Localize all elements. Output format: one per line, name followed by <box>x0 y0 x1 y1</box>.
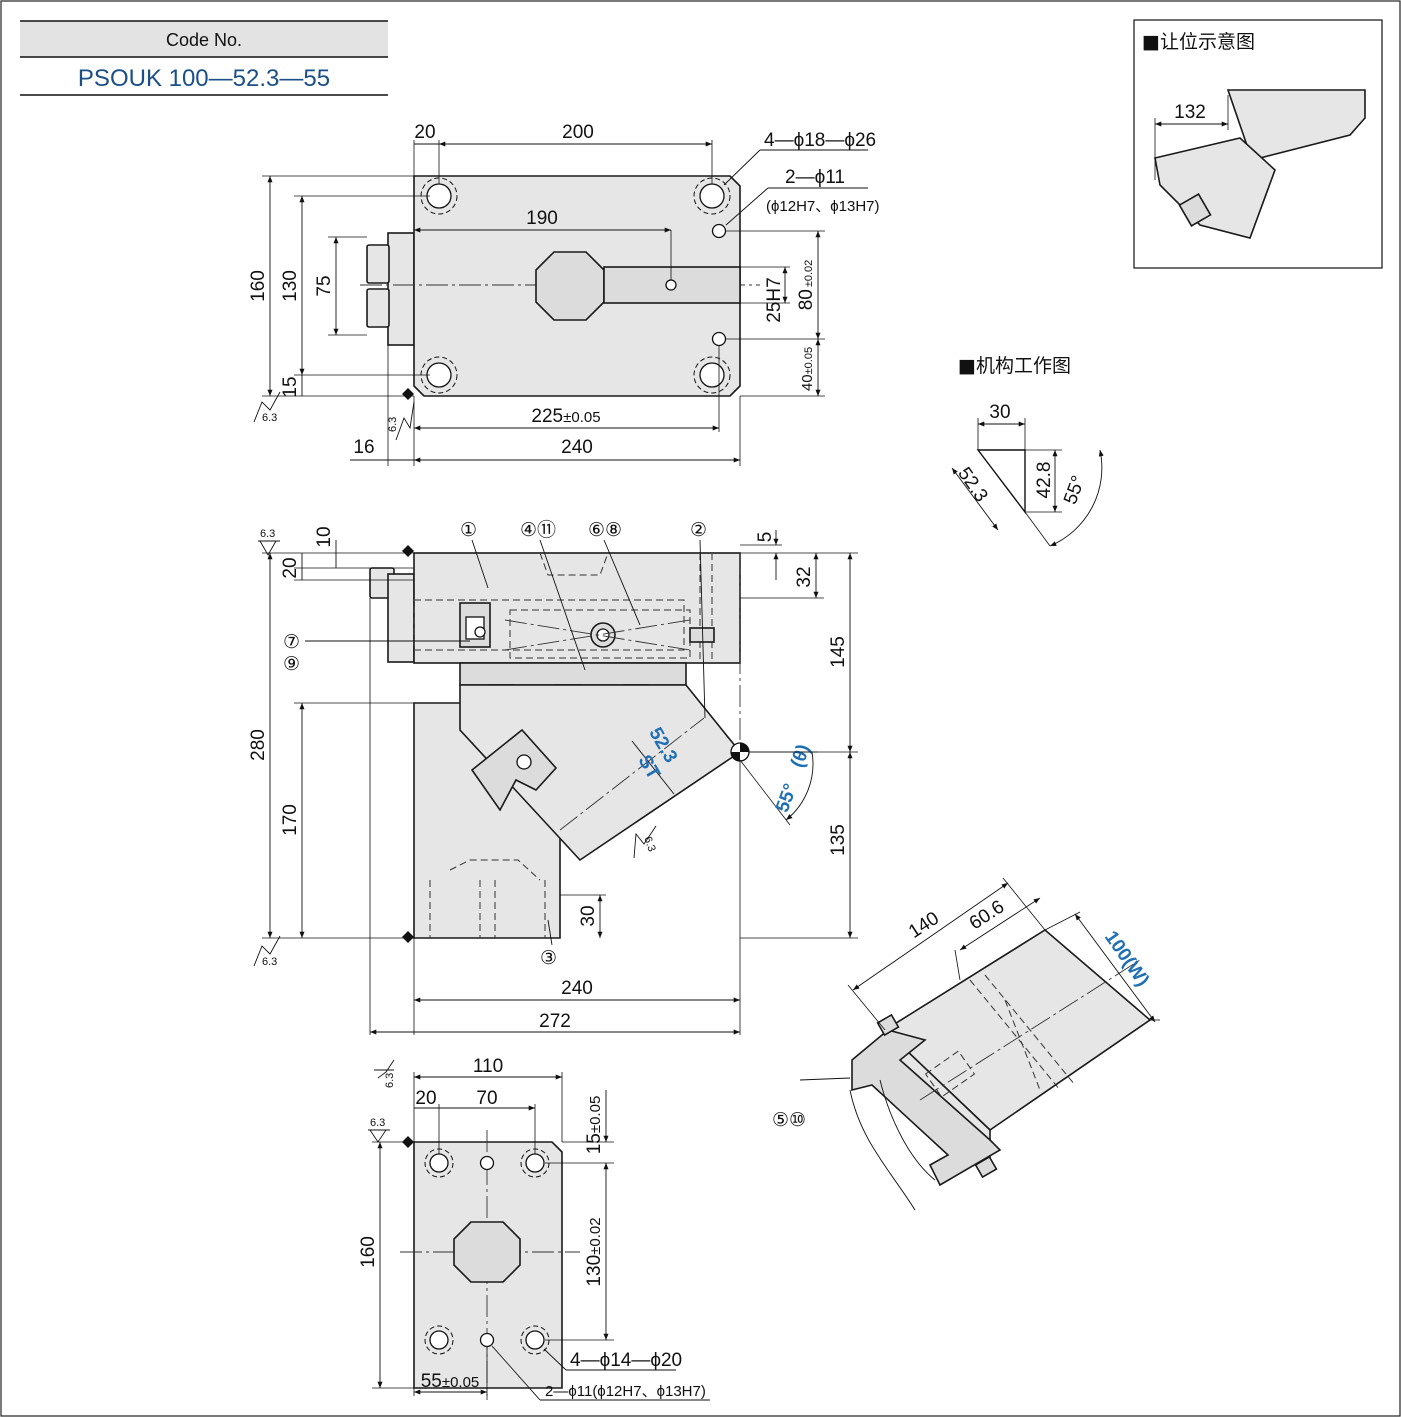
mechanism-panel-title: ■机构工作图 <box>958 355 1071 377</box>
svg-text:20: 20 <box>414 122 435 143</box>
svg-text:20: 20 <box>280 557 301 578</box>
svg-text:75: 75 <box>314 275 335 296</box>
svg-text:42.8: 42.8 <box>1034 462 1055 499</box>
svg-text:4—ϕ14—ϕ20: 4—ϕ14—ϕ20 <box>570 1350 682 1371</box>
svg-text:6.3: 6.3 <box>384 1073 396 1088</box>
svg-text:4—ϕ18—ϕ26: 4—ϕ18—ϕ26 <box>764 130 876 151</box>
svg-text:170: 170 <box>280 804 301 836</box>
svg-text:(θ): (θ) <box>787 742 815 771</box>
mechanism-panel: ■机构工作图 30 42.8 52.3 55° <box>951 355 1104 547</box>
front-view: 52.3 ST 55° (θ) 145 135 32 5 280 170 <box>248 519 858 1035</box>
svg-text:30: 30 <box>578 905 599 926</box>
svg-text:272: 272 <box>539 1011 571 1032</box>
svg-text:60.6: 60.6 <box>966 897 1008 935</box>
callout-2: ② <box>690 520 707 541</box>
iso-detail: 140 60.6 100(W) ⑤⑩ <box>772 877 1160 1211</box>
svg-text:5: 5 <box>755 532 776 543</box>
callout-6-8: ⑥⑧ <box>588 520 622 541</box>
svg-text:40±0.05: 40±0.05 <box>799 347 816 391</box>
svg-text:160: 160 <box>358 1236 379 1268</box>
callout-9: ⑨ <box>283 654 300 675</box>
counterbore-holes-top <box>420 177 731 394</box>
bottom-view: 110 20 70 160 15±0.05 130±0.02 55±0.05 4… <box>358 1056 710 1401</box>
svg-text:55°: 55° <box>772 781 802 815</box>
svg-text:2—ϕ11(ϕ12H7、ϕ13H7): 2—ϕ11(ϕ12H7、ϕ13H7) <box>545 1383 706 1400</box>
svg-text:225±0.05: 225±0.05 <box>531 406 600 427</box>
part-callouts: ① ④⑪ ⑥⑧ ② ⑦ ⑨ ③ <box>283 519 707 969</box>
svg-text:70: 70 <box>476 1088 497 1109</box>
callout-1: ① <box>460 520 477 541</box>
svg-text:190: 190 <box>526 208 558 229</box>
svg-text:200: 200 <box>562 122 594 143</box>
svg-text:55±0.05: 55±0.05 <box>421 1371 480 1392</box>
svg-text:6.3: 6.3 <box>262 956 277 968</box>
svg-text:240: 240 <box>561 978 593 999</box>
svg-text:55°: 55° <box>1060 473 1090 507</box>
callout-7: ⑦ <box>283 632 300 653</box>
svg-text:130±0.02: 130±0.02 <box>584 1217 605 1286</box>
svg-text:145: 145 <box>828 636 849 668</box>
svg-text:16: 16 <box>353 437 374 458</box>
clearance-panel-title: ■让位示意图 <box>1142 31 1255 53</box>
svg-text:132: 132 <box>1174 102 1206 123</box>
top-view: 20 200 190 160 130 15 75 25H7 80±0.02 40… <box>248 122 880 466</box>
svg-text:(ϕ12H7、ϕ13H7): (ϕ12H7、ϕ13H7) <box>766 198 880 215</box>
svg-text:30: 30 <box>989 402 1010 423</box>
svg-text:6.3: 6.3 <box>260 528 275 540</box>
svg-text:110: 110 <box>473 1056 503 1077</box>
svg-text:15±0.05: 15±0.05 <box>584 1096 605 1155</box>
svg-text:6.3: 6.3 <box>370 1117 385 1129</box>
svg-text:6.3: 6.3 <box>387 417 399 432</box>
svg-text:135: 135 <box>828 824 849 856</box>
code-number-title: Code No. <box>166 30 242 50</box>
svg-text:240: 240 <box>561 437 593 458</box>
svg-text:6.3: 6.3 <box>262 412 277 424</box>
callout-3: ③ <box>540 948 557 969</box>
svg-text:130: 130 <box>280 270 301 302</box>
svg-text:160: 160 <box>248 270 269 302</box>
svg-text:80±0.02: 80±0.02 <box>796 260 817 311</box>
svg-text:25H7: 25H7 <box>764 277 785 322</box>
svg-text:140: 140 <box>905 908 943 943</box>
cam-slider <box>459 684 742 862</box>
clearance-panel: ■让位示意图 132 <box>1133 19 1383 269</box>
code-number-box: Code No. PSOUK 100—52.3—55 <box>20 20 388 96</box>
callout-5-10: ⑤⑩ <box>772 1110 806 1131</box>
roughness-mark: 6.3 6.3 <box>253 388 415 441</box>
svg-text:52.3: 52.3 <box>953 464 991 506</box>
svg-text:10: 10 <box>314 526 335 547</box>
svg-text:280: 280 <box>248 729 269 761</box>
code-number-value: PSOUK 100—52.3—55 <box>78 65 330 92</box>
callout-4-11: ④⑪ <box>520 519 556 541</box>
lower-block <box>413 702 561 939</box>
svg-text:20: 20 <box>415 1088 436 1109</box>
svg-text:32: 32 <box>794 566 815 587</box>
svg-text:6.3: 6.3 <box>641 835 658 853</box>
svg-text:2—ϕ11: 2—ϕ11 <box>785 167 845 188</box>
svg-text:15: 15 <box>280 376 301 397</box>
